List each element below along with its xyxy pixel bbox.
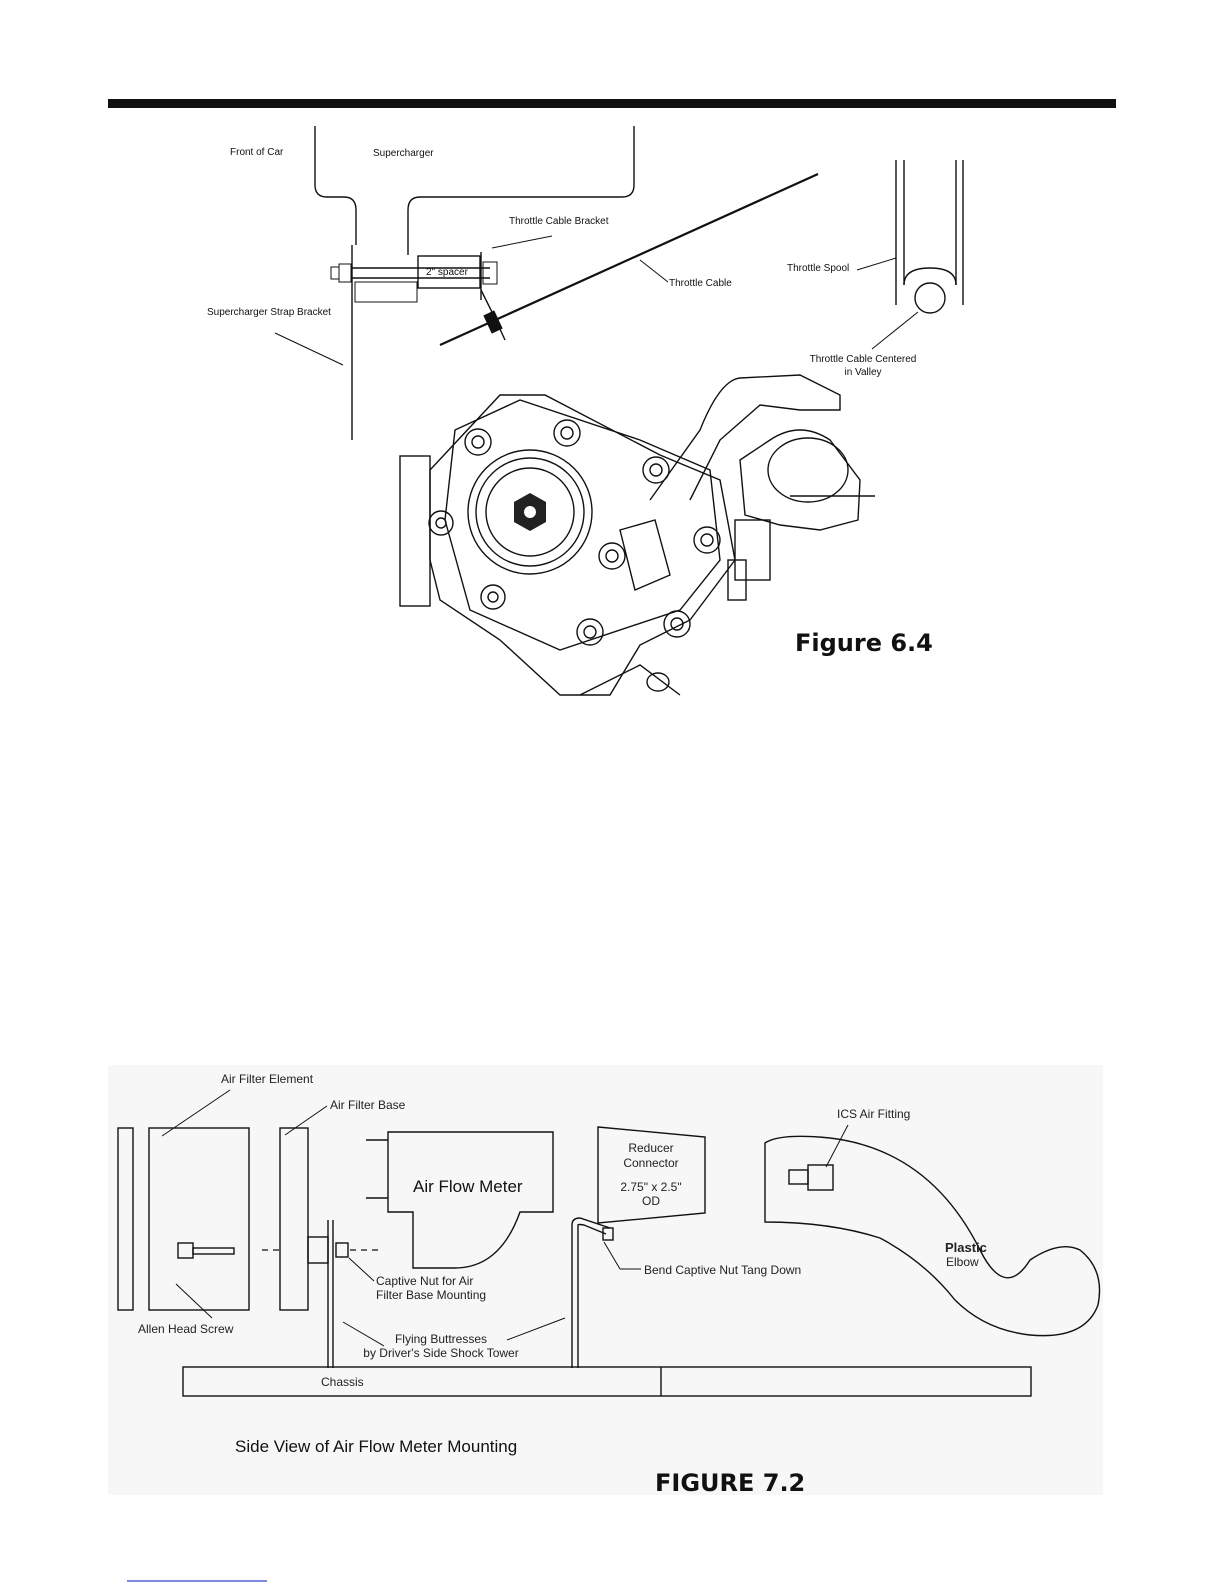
reducer-connector-shape — [597, 1126, 706, 1224]
label-reducer-2: Connector — [623, 1156, 678, 1170]
label-reducer-3: 2.75" x 2.5" — [620, 1180, 681, 1194]
label-front-of-car: Front of Car — [230, 147, 284, 158]
air-filter-element-box — [148, 1127, 250, 1311]
label-strap-bracket: Supercharger Strap Bracket — [207, 307, 331, 318]
label-air-filter-base: Air Filter Base — [330, 1098, 406, 1112]
figure-6-4-diagram — [274, 126, 964, 696]
label-elbow: Elbow — [946, 1255, 979, 1269]
engine-throttle-body-drawing — [399, 374, 875, 696]
label-buttresses-1: Flying Buttresses — [395, 1332, 487, 1346]
label-cable-centered-1: Throttle Cable Centered — [810, 354, 917, 365]
label-reducer-1: Reducer — [628, 1141, 673, 1155]
label-chassis: Chassis — [321, 1375, 364, 1389]
label-air-flow-meter: Air Flow Meter — [413, 1177, 523, 1196]
figure-7-2-diagram — [108, 1065, 1103, 1495]
plastic-elbow-shape — [764, 1135, 1101, 1337]
label-plastic: Plastic — [945, 1240, 987, 1255]
spacer-box — [417, 255, 481, 289]
figure-7-2-subtitle: Side View of Air Flow Meter Mounting — [235, 1437, 517, 1456]
label-spacer: 2" spacer — [426, 267, 469, 278]
air-flow-meter-shape — [387, 1131, 554, 1269]
label-throttle-cable-bracket: Throttle Cable Bracket — [509, 216, 609, 227]
label-reducer-4: OD — [642, 1194, 660, 1208]
header-rule — [108, 99, 1116, 108]
label-supercharger: Supercharger — [373, 148, 434, 159]
label-allen-head-screw: Allen Head Screw — [138, 1322, 234, 1336]
outer-filter-plate — [117, 1127, 134, 1311]
label-captive-nut-1: Captive Nut for Air — [376, 1274, 473, 1288]
label-throttle-spool: Throttle Spool — [787, 263, 849, 274]
chassis-bar — [182, 1366, 1032, 1397]
throttle-cable-line — [439, 172, 819, 347]
label-air-filter-element: Air Filter Element — [221, 1072, 314, 1086]
label-captive-nut-2: Filter Base Mounting — [376, 1288, 486, 1302]
label-bend-tang: Bend Captive Nut Tang Down — [644, 1263, 801, 1277]
figure-6-4-caption: Figure 6.4 — [795, 629, 933, 657]
label-cable-centered-2: in Valley — [844, 367, 881, 378]
label-throttle-cable: Throttle Cable — [669, 278, 732, 289]
label-buttresses-2: by Driver's Side Shock Tower — [363, 1346, 518, 1360]
figure-7-2-caption: FIGURE 7.2 — [655, 1469, 805, 1497]
air-filter-base-box — [279, 1127, 309, 1311]
throttle-spool-circle — [914, 282, 946, 314]
label-ics-air-fitting: ICS Air Fitting — [837, 1107, 910, 1121]
